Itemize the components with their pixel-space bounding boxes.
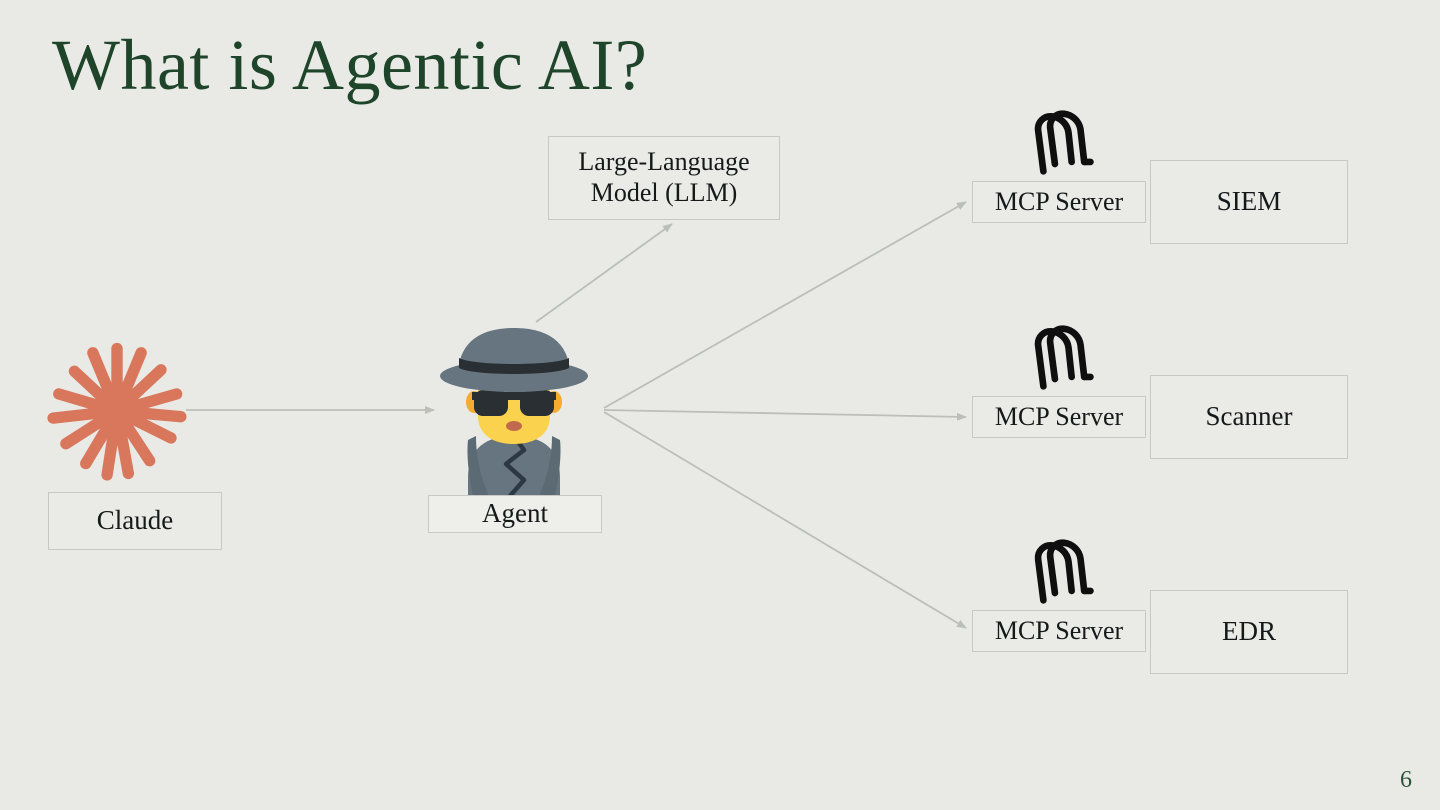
mcp-logo-icon — [1034, 325, 1094, 390]
node-claude-label[interactable]: Claude — [48, 492, 222, 550]
arrow-agent-to-llm — [535, 223, 673, 323]
node-mcp-server-scanner[interactable]: MCP Server — [972, 396, 1146, 438]
claude-starburst-logo — [47, 342, 187, 481]
node-tool-edr[interactable]: EDR — [1150, 590, 1348, 674]
node-llm[interactable]: Large-Language Model (LLM) — [548, 136, 780, 220]
mcp-server-label: MCP Server — [994, 615, 1124, 645]
node-tool-siem[interactable]: SIEM — [1150, 160, 1348, 244]
node-agent-label[interactable]: Agent — [428, 495, 602, 533]
arrow-agent-to-mcp-3 — [603, 411, 967, 629]
mcp-logo-icon — [1034, 539, 1094, 604]
agent-label: Agent — [482, 498, 548, 529]
page-title: What is Agentic AI? — [52, 25, 648, 105]
arrow-agent-to-mcp-2 — [603, 409, 967, 421]
claude-label: Claude — [96, 505, 174, 536]
mcp-server-label: MCP Server — [994, 401, 1124, 431]
llm-label-line2: Model (LLM) — [590, 178, 738, 207]
arrow-agent-to-mcp-1 — [603, 201, 967, 409]
node-tool-scanner[interactable]: Scanner — [1150, 375, 1348, 459]
llm-label-line1: Large-Language — [578, 147, 750, 177]
tool-label: SIEM — [1216, 186, 1282, 217]
node-mcp-server-siem[interactable]: MCP Server — [972, 181, 1146, 223]
tool-label: EDR — [1222, 616, 1276, 647]
mcp-server-label: MCP Server — [994, 186, 1124, 216]
mcp-logo-icon — [1034, 110, 1094, 175]
agent-detective-icon — [440, 328, 588, 508]
page-number: 6 — [1400, 767, 1412, 793]
tool-label: Scanner — [1205, 401, 1293, 432]
node-mcp-server-edr[interactable]: MCP Server — [972, 610, 1146, 652]
